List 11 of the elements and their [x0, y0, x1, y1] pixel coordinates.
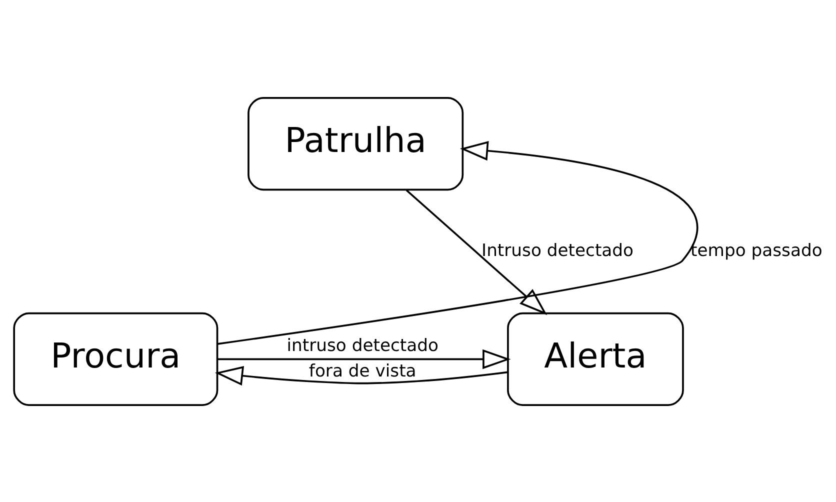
node-box: Patrulha: [248, 96, 464, 190]
edge-label: intruso detectado: [286, 335, 438, 356]
edge-label: Intruso detectado: [482, 240, 634, 261]
arrow: [406, 189, 548, 315]
arrow: [217, 140, 698, 344]
arrow: [217, 348, 511, 369]
edge-label: fora de vista: [308, 361, 416, 382]
node-box: Alerta: [507, 312, 684, 406]
arrow: [214, 366, 508, 386]
edge-label: tempo passado: [690, 240, 822, 261]
node-box: Procura: [13, 312, 218, 406]
